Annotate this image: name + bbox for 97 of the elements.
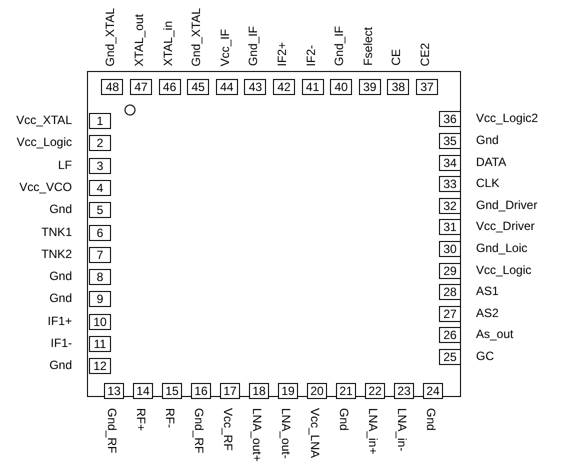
pin-box: 33 <box>439 176 461 192</box>
pin-label: TNK2 <box>41 248 72 260</box>
pin-label: RF- <box>164 408 176 428</box>
pin-label: Gnd <box>338 408 350 431</box>
pin-label: Vcc_LNA <box>309 408 321 458</box>
pin-label: Vcc_IF <box>218 28 231 66</box>
pin-label: Fselect <box>362 27 374 66</box>
pin-label: Vcc_Logic <box>16 136 72 148</box>
pin-box: 1 <box>89 113 111 129</box>
pin-label: Gnd_Loic <box>476 242 528 254</box>
pin-label: Gnd <box>49 270 72 282</box>
pin-box: 32 <box>439 198 461 214</box>
pin-label: LNA_out+ <box>251 408 263 462</box>
pin-box: 3 <box>89 158 111 174</box>
pin-box: 18 <box>249 383 269 399</box>
pin-box: 5 <box>89 202 111 218</box>
pin-label: Vcc_XTAL <box>16 114 72 126</box>
pin-label: Vcc_RF <box>222 408 234 451</box>
pin-label: IF2- <box>304 44 317 66</box>
pin-label: Vcc_Logic <box>476 264 532 276</box>
pin-label: CE <box>390 49 402 66</box>
pin-label: Gnd <box>476 134 499 146</box>
pin-box: 15 <box>162 383 182 399</box>
pin-box: 30 <box>439 241 461 257</box>
chip-body <box>87 71 461 397</box>
pin-box: 46 <box>158 79 181 95</box>
pin-label: LNA_out- <box>280 408 292 459</box>
pin-box: 22 <box>365 383 385 399</box>
pin-box: 43 <box>244 79 266 95</box>
pin-box: 17 <box>220 383 240 399</box>
pin-label: Gnd_IF <box>247 26 260 66</box>
pin-box: 31 <box>439 219 461 236</box>
pin-box: 39 <box>358 79 381 95</box>
pin-box: 29 <box>439 262 461 279</box>
pin-label: Gnd <box>49 359 72 372</box>
pin-label: AS1 <box>476 285 499 298</box>
pin-label: CLK <box>476 177 500 190</box>
pin-box: 6 <box>89 224 111 240</box>
pin-box: 41 <box>302 79 324 95</box>
pin-label: DATA <box>476 156 506 168</box>
pin-label: LNA_in+ <box>367 408 379 454</box>
pin-label: Vcc_VCO <box>19 180 72 193</box>
pin-box: 10 <box>89 314 111 330</box>
pin-label: Vcc_Logic2 <box>476 112 538 124</box>
pin-box: 23 <box>394 383 414 399</box>
pin-box: 48 <box>101 79 124 95</box>
pin-label: RF+ <box>135 408 147 432</box>
pin-box: 45 <box>187 79 210 95</box>
pin-box: 19 <box>278 383 298 399</box>
pin-label: Gnd_RF <box>193 408 205 454</box>
pin-label: TNK1 <box>41 226 72 238</box>
pin-label: GC <box>476 350 494 362</box>
pin-label: As_out <box>476 328 514 340</box>
pin-box: 16 <box>191 383 211 399</box>
pin-label: IF1- <box>50 337 72 349</box>
pin-box: 28 <box>439 284 461 300</box>
pin-label: Vcc_Driver <box>476 220 535 232</box>
pin-box: 27 <box>439 306 461 322</box>
pin-box: 47 <box>130 79 152 95</box>
pin-label: Gnd_RF <box>106 408 118 454</box>
pin-box: 26 <box>439 327 461 344</box>
pin-label: Gnd_XTAL <box>190 8 202 66</box>
pin-box: 4 <box>89 180 111 196</box>
pin-label: LNA_in- <box>396 408 408 452</box>
pin-label: IF1+ <box>48 314 72 327</box>
pin-box: 36 <box>439 111 461 128</box>
pin-box: 34 <box>439 154 461 171</box>
pin-box: 35 <box>439 133 461 149</box>
pin-label: XTAL_out <box>133 14 145 66</box>
pin-box: 38 <box>387 79 410 95</box>
pin-label: Gnd <box>49 292 72 304</box>
pin-box: 12 <box>89 358 111 374</box>
pin-box: 9 <box>89 291 111 308</box>
pin-box: 44 <box>216 79 238 95</box>
pin-box: 37 <box>416 79 438 95</box>
pin-label: Gnd_Driver <box>476 198 538 211</box>
pin-box: 14 <box>133 383 153 399</box>
pin-label: Gnd <box>49 203 72 216</box>
pin-box: 7 <box>89 246 111 263</box>
pin-box: 40 <box>330 79 352 95</box>
pin-label: IF2+ <box>276 42 288 66</box>
pin-box: 13 <box>104 383 124 399</box>
pin-box: 25 <box>439 349 461 365</box>
pin-box: 8 <box>89 269 111 286</box>
pin-box: 24 <box>423 383 443 399</box>
pin-label: AS2 <box>476 306 499 319</box>
pin-box: 11 <box>89 336 111 352</box>
pin-label: Gnd <box>425 408 437 431</box>
pin-label: LF <box>58 158 72 171</box>
pin-label: Gnd_IF <box>333 26 346 66</box>
pin-label: Gnd_XTAL <box>104 8 116 66</box>
pin-box: 2 <box>89 135 111 152</box>
pin-box: 21 <box>336 383 356 399</box>
pin-box: 20 <box>307 383 327 399</box>
pin-box: 42 <box>273 79 295 95</box>
pin-label: CE2 <box>419 42 431 66</box>
pin-label: XTAL_in <box>162 20 174 66</box>
